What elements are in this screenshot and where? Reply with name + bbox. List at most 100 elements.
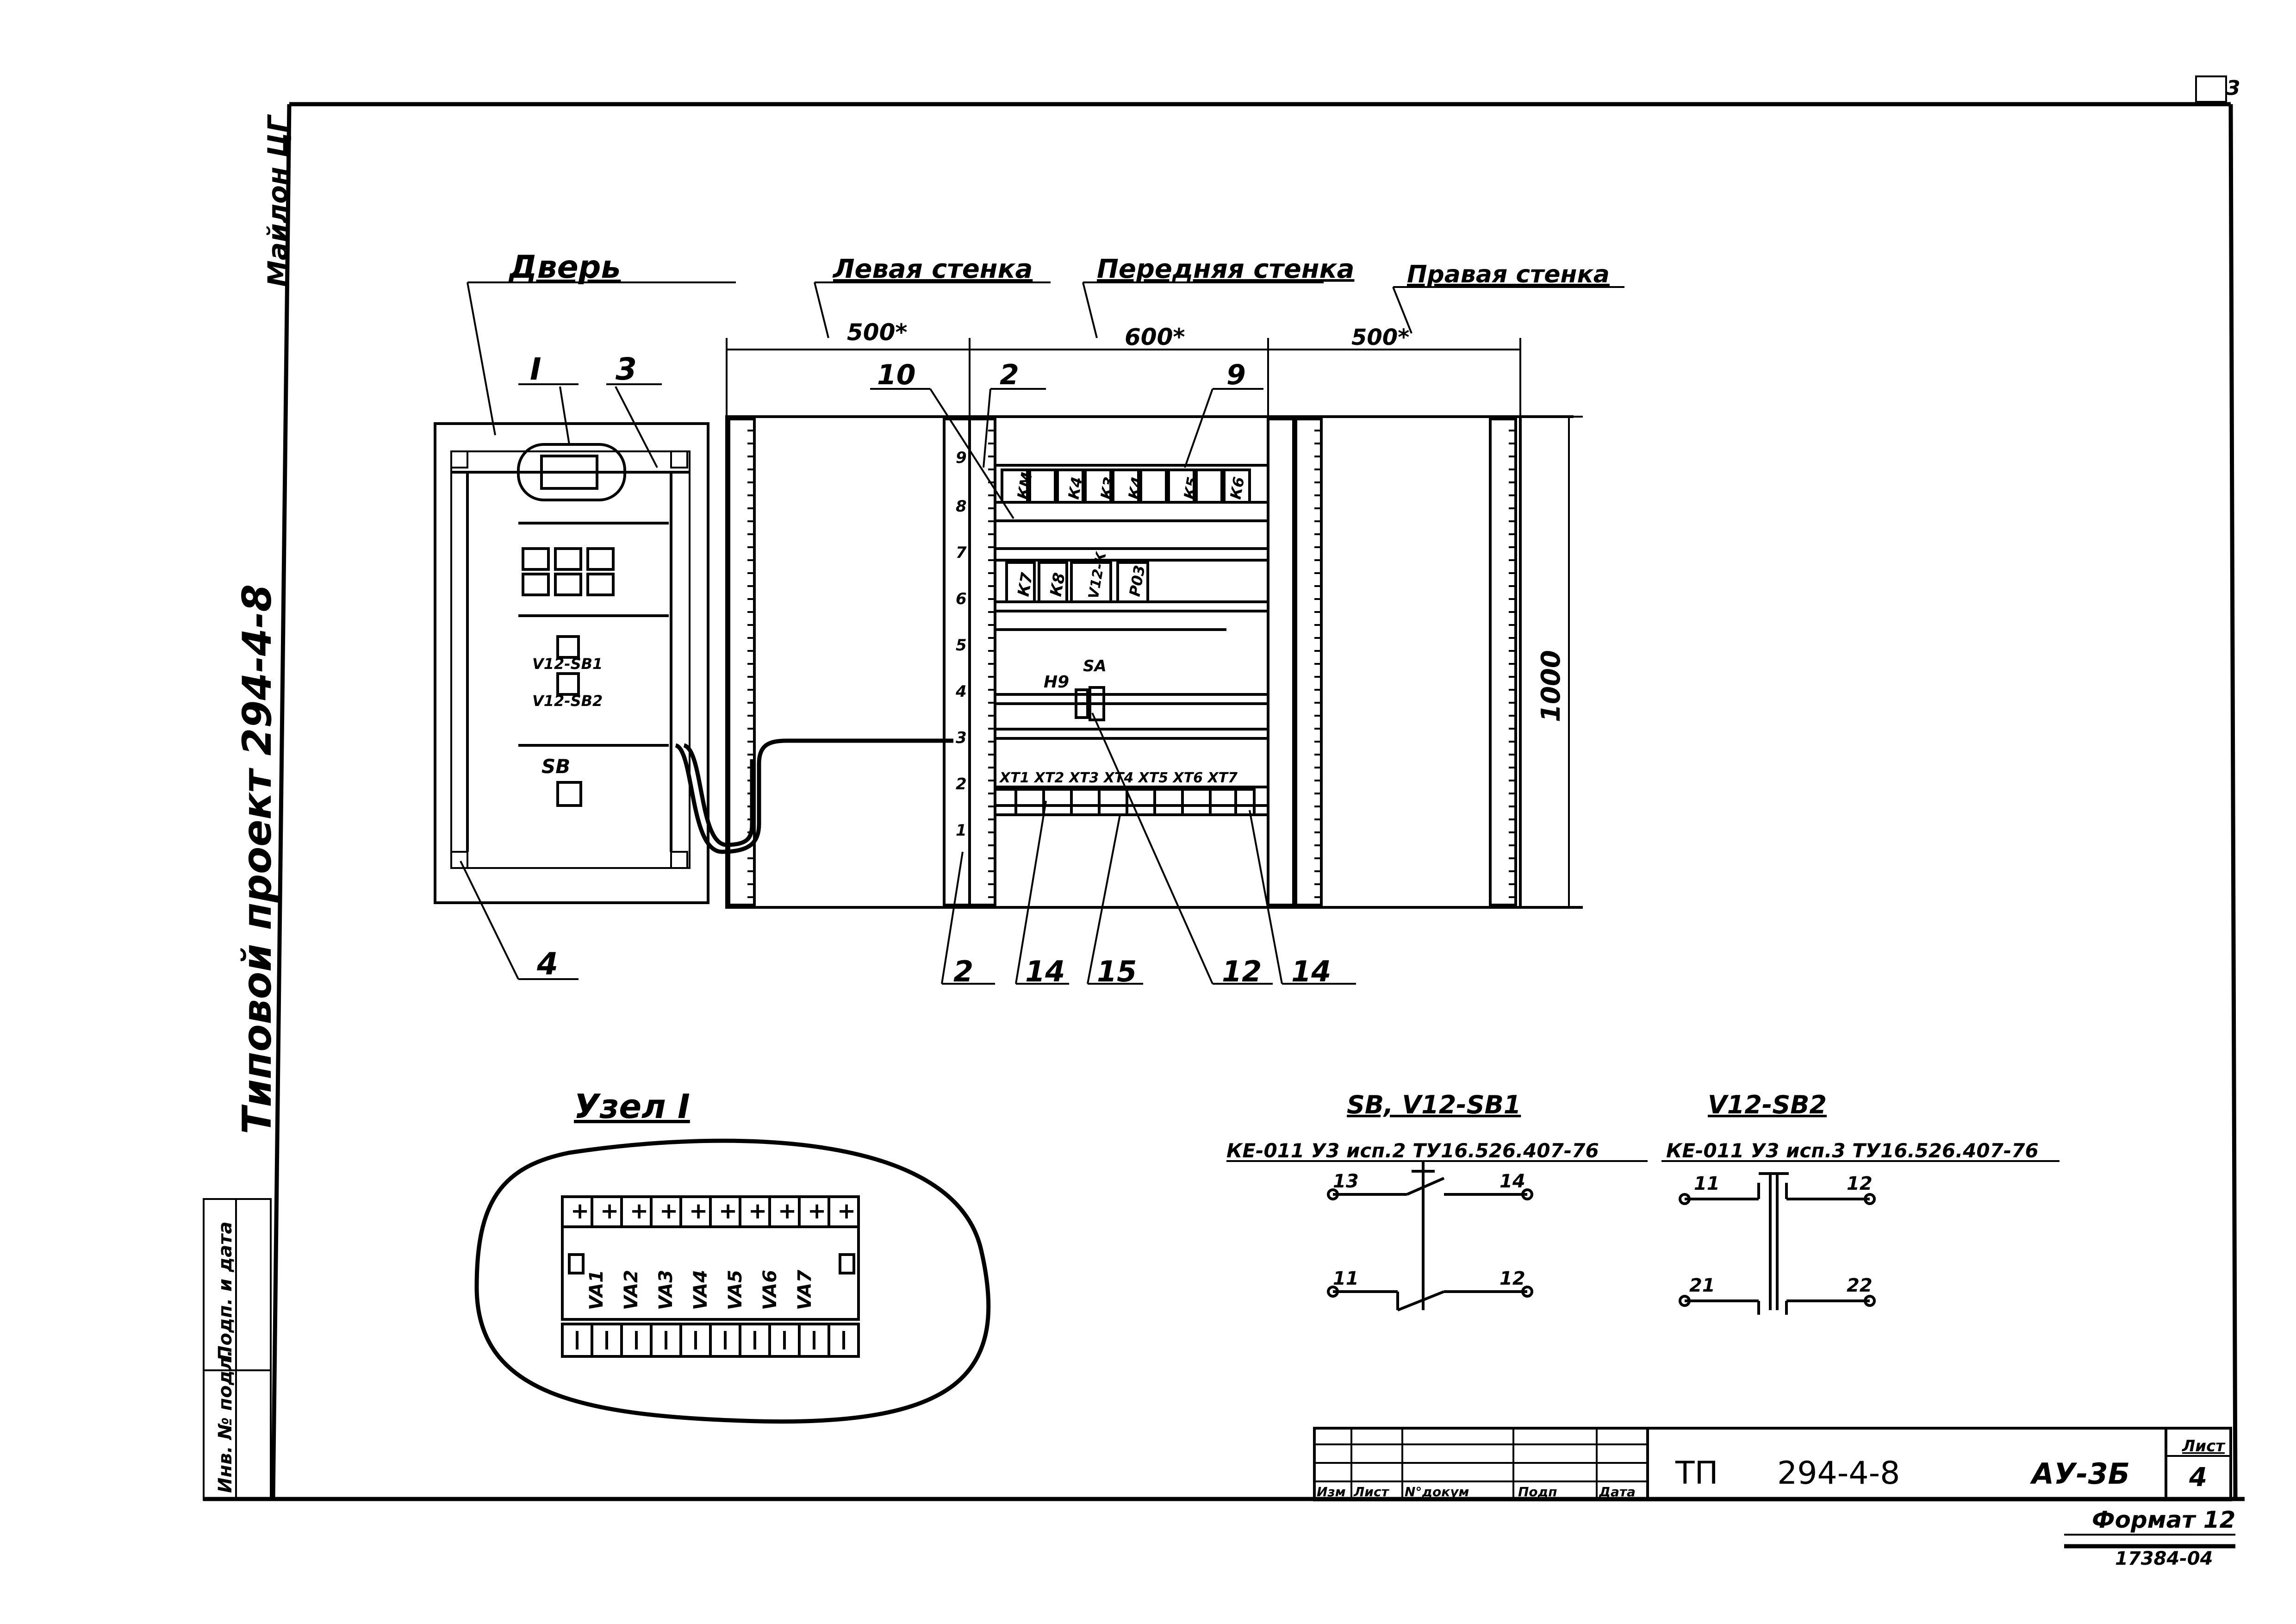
breaker-label: VA7 xyxy=(794,1270,815,1310)
corner-mark: 3 xyxy=(2226,76,2240,100)
switch1-title: SB, V12-SB1 xyxy=(1347,1090,1521,1119)
switch2-title: V12-SB2 xyxy=(1708,1090,1827,1119)
plus-terminals: + + + + + + + + + + xyxy=(571,1197,856,1227)
terminal-strip: ХТ1 ХТ2 ХТ3 ХТ4 ХТ5 ХТ6 ХТ7 xyxy=(994,770,1256,816)
right-wall-label: Правая стенка xyxy=(1407,261,1610,288)
plus-symbol: + xyxy=(748,1198,767,1224)
switch2-spec: КЕ-011 У3 исп.3 ТУ16.526.407-76 xyxy=(1666,1139,2039,1162)
door-label-sb: SB xyxy=(541,755,570,778)
switch-h9-sa: Н9 SA xyxy=(1044,657,1107,721)
switch1-spec: КЕ-011 У3 исп.2 ТУ16.526.407-76 xyxy=(1226,1139,1599,1162)
switch-diagram-1: SB, V12-SB1 КЕ-011 У3 исп.2 ТУ16.526.407… xyxy=(1226,1090,1648,1312)
sheet-frame: 3 xyxy=(204,75,2245,1501)
plus-symbol: + xyxy=(689,1198,708,1224)
rail-ticks xyxy=(747,430,1516,898)
rail-numbers: 9 8 7 6 5 4 3 2 1 xyxy=(955,449,967,840)
tb-code: ТП xyxy=(1675,1455,1718,1492)
breaker-labels: VA1 VA2 VA3 VA4 VA5 VA6 VA7 xyxy=(586,1270,815,1310)
plus-symbol: + xyxy=(660,1198,678,1224)
callout-10: 10 xyxy=(877,359,916,391)
tb-project: 294-4-8 xyxy=(1777,1455,1900,1492)
node-detail: Узел I + + + + + + + + + + VA1 VA2 VA3 VA4 VA5 VA6 VA7 xyxy=(474,1087,991,1424)
rail-num-2: 2 xyxy=(956,775,967,793)
switch2-c12: 12 xyxy=(1847,1173,1873,1194)
node-detail-title: Узел I xyxy=(574,1087,690,1126)
plus-symbol: + xyxy=(808,1198,826,1224)
relay-v12k: V12-К xyxy=(1085,550,1109,600)
tb-drawing: АУ-3Б xyxy=(2029,1457,2130,1491)
plus-symbol: + xyxy=(778,1198,796,1224)
relay-row-2: К7 К8 V12-К Р03 xyxy=(1005,550,1149,603)
rail-num-3: 3 xyxy=(956,729,967,747)
relay-k6: К6 xyxy=(1226,475,1248,500)
switch2-c21: 21 xyxy=(1689,1275,1715,1296)
tb-col-izm: Изм xyxy=(1317,1484,1346,1499)
rail-num-1: 1 xyxy=(956,821,967,840)
callout-2-top: 2 xyxy=(1000,359,1019,391)
stamp-cell-sign: Подп. и дата xyxy=(215,1222,236,1361)
switch2-c22: 22 xyxy=(1847,1275,1873,1296)
door-callouts: I 3 4 xyxy=(460,351,662,982)
switch1-c11: 11 xyxy=(1333,1268,1359,1289)
breaker-label: VA6 xyxy=(759,1270,781,1310)
door-label-sb1: V12-SB1 xyxy=(532,655,603,673)
tb-col-list: Лист xyxy=(1353,1484,1389,1499)
switch2-c11: 11 xyxy=(1694,1173,1720,1194)
left-wall-label: Левая стенка xyxy=(832,254,1033,284)
callout-4: 4 xyxy=(536,946,558,982)
side-stamp: Майлон ЦГ Типовой проект 294-4-8 Инв. № … xyxy=(203,114,293,1501)
relay-k5: К5 xyxy=(1180,475,1201,500)
rail-num-8: 8 xyxy=(956,497,967,516)
breaker-label: VA2 xyxy=(621,1270,642,1310)
relay-k7: К7 xyxy=(1014,571,1036,598)
callout-12: 12 xyxy=(1222,955,1262,988)
plus-symbol: + xyxy=(837,1198,856,1224)
rail-num-6: 6 xyxy=(956,590,967,608)
door-lamp-grid xyxy=(522,547,615,596)
callout-14-a: 14 xyxy=(1025,955,1065,988)
relay-k4b: К4 xyxy=(1125,475,1146,500)
switch1-c13: 13 xyxy=(1333,1171,1359,1192)
tb-inventory: 17384-04 xyxy=(2115,1548,2213,1569)
relay-km: КМ xyxy=(1014,471,1036,501)
breaker-label: VA5 xyxy=(725,1270,746,1310)
breaker-label: VA3 xyxy=(655,1270,677,1310)
tb-col-date: Дата xyxy=(1599,1484,1636,1499)
dim-height: 1000 xyxy=(1536,650,1566,722)
callout-3: 3 xyxy=(616,351,637,387)
callout-9: 9 xyxy=(1226,359,1246,391)
tb-col-docnum: N°докум xyxy=(1405,1484,1469,1499)
callout-14-b: 14 xyxy=(1291,955,1331,988)
side-project-label: Типовой проект 294-4-8 xyxy=(234,584,280,1134)
side-top-note: Майлон ЦГ xyxy=(262,114,293,287)
callout-2-bottom: 2 xyxy=(953,955,973,988)
plus-symbol: + xyxy=(719,1198,737,1224)
rail-num-5: 5 xyxy=(956,636,967,655)
relay-row-1: КМ К4 К3 К4 К5 К6 xyxy=(1001,468,1251,504)
plus-symbol: + xyxy=(630,1198,648,1224)
relay-k8: К8 xyxy=(1046,571,1069,598)
breaker-label: VA4 xyxy=(690,1270,711,1310)
callout-15: 15 xyxy=(1097,955,1137,988)
breaker-label: VA1 xyxy=(586,1270,607,1310)
title-block: Изм Лист N°докум Подп Дата ТП 294-4-8 АУ… xyxy=(1313,1427,2235,1569)
label-sa: SA xyxy=(1083,657,1107,675)
tb-sheet-label: Лист xyxy=(2182,1437,2226,1455)
dim-right: 500* xyxy=(1351,325,1409,350)
cabinet-walls: Левая стенка Передняя стенка Правая стен… xyxy=(725,254,1624,988)
dim-left: 500* xyxy=(847,319,908,346)
front-wall-label: Передняя стенка xyxy=(1097,254,1354,284)
rail-num-4: 4 xyxy=(955,682,967,701)
switch-diagram-2: V12-SB2 КЕ-011 У3 исп.3 ТУ16.526.407-76 … xyxy=(1661,1090,2060,1315)
tb-col-sign: Подп xyxy=(1518,1484,1557,1499)
plus-symbol: + xyxy=(600,1198,619,1224)
tb-format: Формат 12 xyxy=(2092,1506,2235,1533)
callout-I: I xyxy=(530,351,541,387)
relay-k3: К3 xyxy=(1097,475,1118,500)
rail-num-7: 7 xyxy=(956,543,967,562)
switch1-c12: 12 xyxy=(1500,1268,1525,1289)
door-label: Дверь xyxy=(508,249,621,286)
plus-symbol: + xyxy=(571,1198,589,1224)
label-h9: Н9 xyxy=(1044,673,1069,692)
